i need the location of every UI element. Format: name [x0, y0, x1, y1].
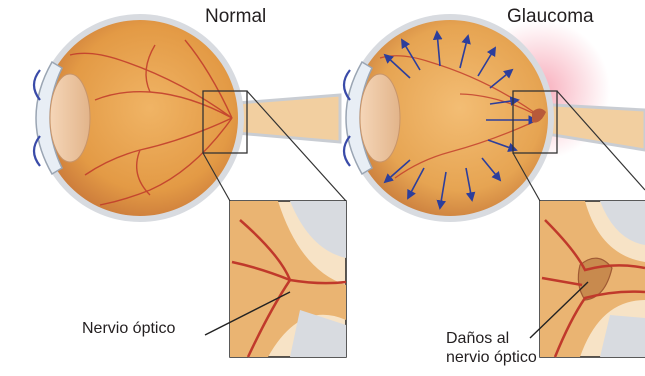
- glaucoma-inset: [530, 201, 645, 357]
- optic-nerve-label: Nervio óptico: [82, 320, 175, 338]
- damage-label-line-2: nervio óptico: [446, 348, 537, 367]
- optic-nerve-damage-label: Daños al nervio óptico: [446, 329, 537, 367]
- normal-title: Normal: [205, 6, 266, 28]
- normal-eye: [0, 14, 346, 222]
- normal-inset: [205, 201, 346, 357]
- glaucoma-lens: [360, 74, 400, 162]
- damage-label-line-1: Daños al: [446, 329, 537, 348]
- normal-lens: [50, 74, 90, 162]
- glaucoma-title: Glaucoma: [507, 6, 594, 28]
